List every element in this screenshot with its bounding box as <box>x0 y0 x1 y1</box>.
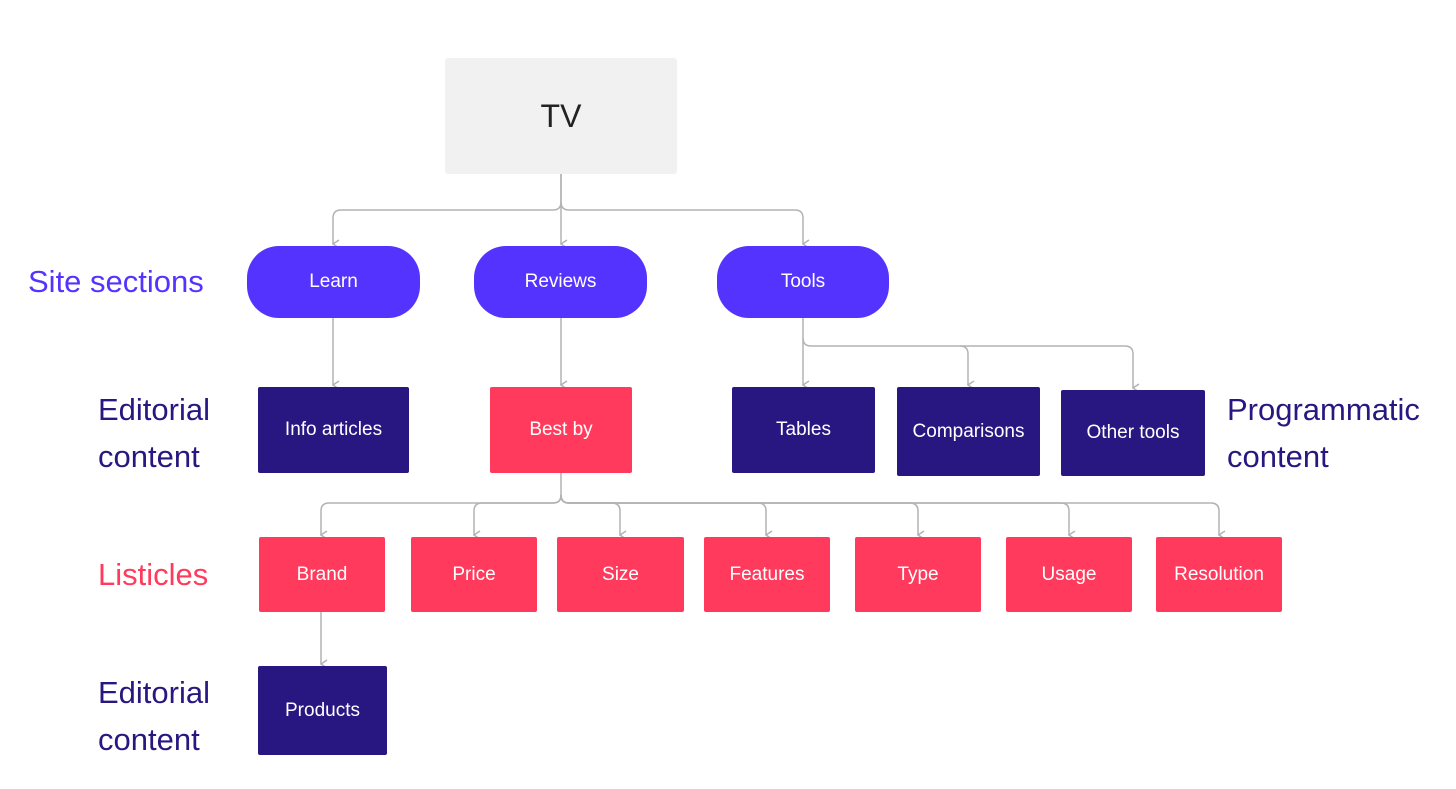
row-label-editorial-content-products: Editorial content <box>98 669 210 763</box>
row-label-line: content <box>98 439 200 474</box>
row-label-programmatic-content: Programmatic content <box>1227 386 1420 480</box>
node-tools: Tools <box>717 246 889 318</box>
row-label-line: Editorial <box>98 675 210 710</box>
connector-best-by-price <box>474 494 562 535</box>
node-learn: Learn <box>247 246 420 318</box>
connector-best-by-features <box>560 494 766 535</box>
row-label-listicles: Listicles <box>98 557 209 592</box>
node-best-by: Best by <box>490 387 632 473</box>
node-reviews: Reviews <box>474 246 647 318</box>
row-label-site-sections: Site sections <box>28 264 204 299</box>
row-label-line: content <box>1227 439 1329 474</box>
connector-tools-other-tools <box>960 345 1133 388</box>
node-type: Type <box>855 537 981 612</box>
node-other-tools: Other tools <box>1061 390 1205 476</box>
connector-tv-tools <box>560 201 803 244</box>
node-size: Size <box>557 537 684 612</box>
row-label-editorial-content: Editorial content <box>98 386 210 480</box>
row-label-line: Programmatic <box>1227 392 1420 427</box>
node-resolution: Resolution <box>1156 537 1282 612</box>
node-comparisons: Comparisons <box>897 387 1040 476</box>
node-brand: Brand <box>259 537 385 612</box>
node-products: Products <box>258 666 387 755</box>
node-tv: TV <box>445 58 677 174</box>
node-tables: Tables <box>732 387 875 473</box>
row-label-line: content <box>98 722 200 757</box>
node-features: Features <box>704 537 830 612</box>
connector-best-by-size <box>560 494 620 535</box>
node-info-articles: Info articles <box>258 387 409 473</box>
connector-best-by-type <box>560 494 918 535</box>
connector-best-by-usage <box>560 494 1069 535</box>
row-label-line: Editorial <box>98 392 210 427</box>
connector-tools-comparisons <box>802 337 968 385</box>
connector-tv-learn <box>333 174 562 244</box>
node-price: Price <box>411 537 537 612</box>
node-usage: Usage <box>1006 537 1132 612</box>
connector-best-by-resolution <box>560 494 1219 535</box>
